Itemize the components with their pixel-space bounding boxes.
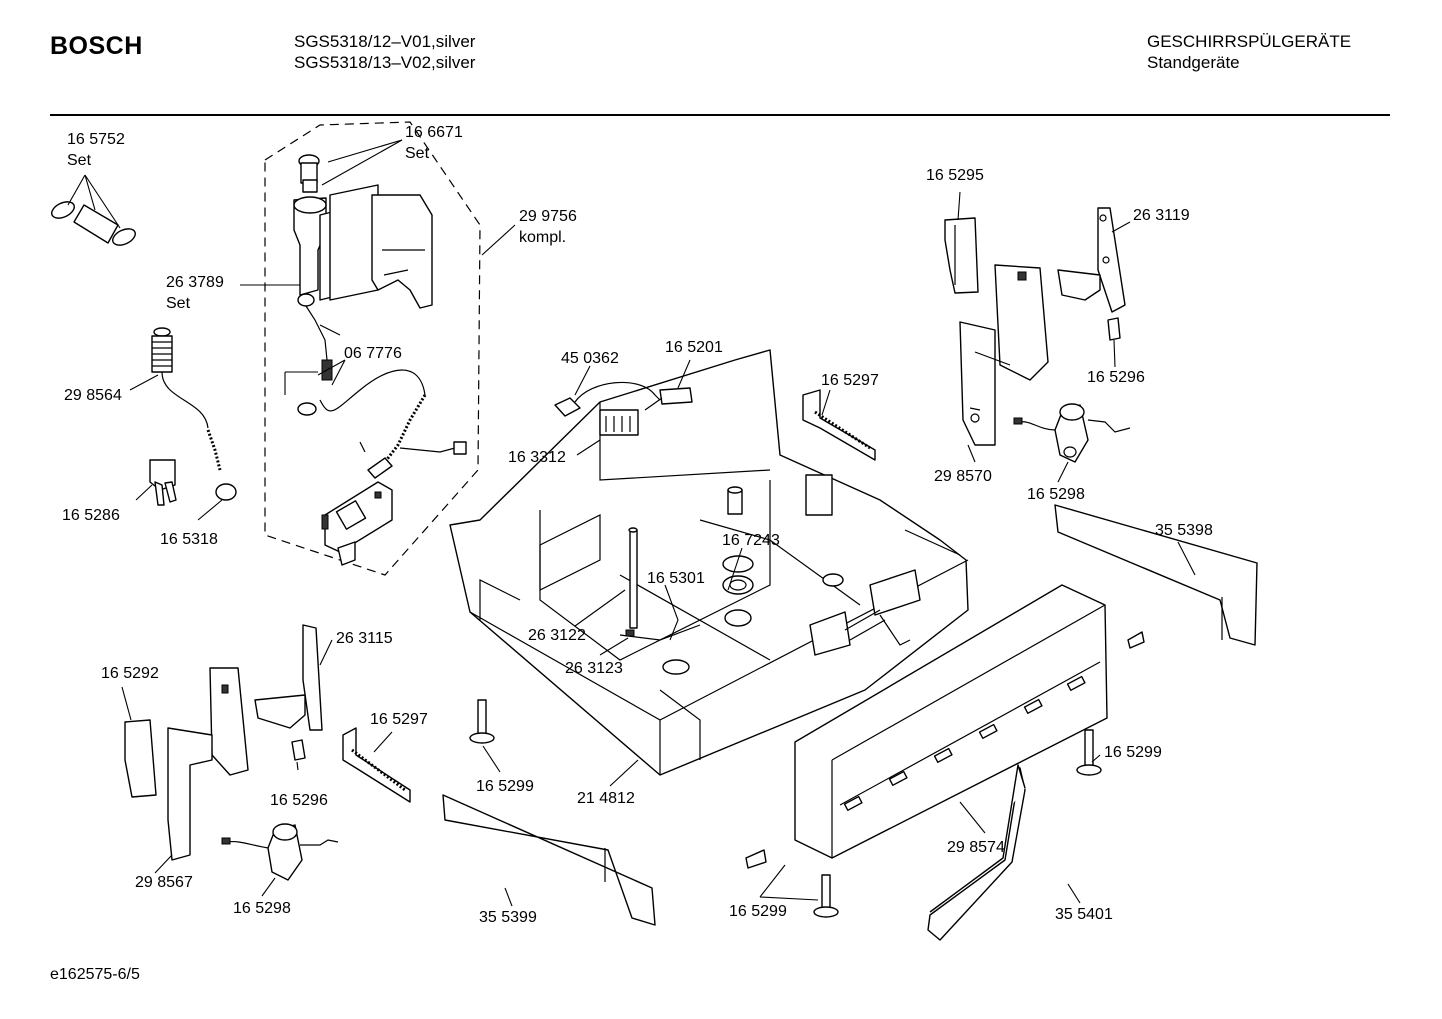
label-29-8567: 29 8567	[135, 874, 193, 891]
label-16-5286: 16 5286	[62, 507, 120, 524]
label-16-7243: 16 7243	[722, 532, 780, 549]
inlet-hose-part	[151, 327, 237, 501]
label-26-3789-note: Set	[166, 295, 191, 312]
plinth-panel-right	[1054, 504, 1258, 646]
drain-hose-part	[319, 369, 467, 479]
label-16-5299-right: 16 5299	[1104, 744, 1162, 761]
label-29-8574: 29 8574	[947, 839, 1005, 856]
clip-part-left	[291, 739, 306, 761]
label-16-5299-front: 16 5299	[729, 903, 787, 920]
foot-bracket-part-left	[124, 719, 157, 798]
clip-part-right	[1107, 317, 1121, 341]
label-16-6671: 16 6671	[405, 124, 463, 141]
label-06-7776: 06 7776	[344, 345, 402, 362]
category-subtitle: Standgeräte	[1147, 53, 1240, 72]
model-line-1: SGS5318/12–V01,silver	[294, 32, 476, 51]
label-45-0362: 45 0362	[561, 350, 619, 367]
label-16-5296-right: 16 5296	[1087, 369, 1145, 386]
foot-screws	[469, 631, 1145, 918]
label-29-9756-note: kompl.	[519, 229, 566, 246]
hinge-spring-motor-part-left	[221, 823, 339, 881]
label-35-5398: 35 5398	[1155, 522, 1213, 539]
label-16-5292: 16 5292	[101, 665, 159, 682]
label-16-5298-left: 16 5298	[233, 900, 291, 917]
plinth-panel-front	[927, 767, 1026, 941]
hinge-spring-motor-part-right	[1013, 403, 1131, 463]
label-16-5297-top: 16 5297	[821, 372, 879, 389]
label-26-3122: 26 3122	[528, 627, 586, 644]
hose-set-part	[51, 174, 136, 246]
rail-spring-part-top	[802, 389, 876, 461]
label-16-5318: 16 5318	[160, 531, 218, 548]
label-16-5296-left: 16 5296	[270, 792, 328, 809]
model-numbers: SGS5318/12–V01,silver SGS5318/13–V02,sil…	[294, 31, 475, 73]
label-16-5752-note: Set	[67, 152, 92, 169]
hose-clip-part	[149, 459, 177, 506]
kick-panel-part	[794, 584, 1108, 859]
header-divider	[50, 114, 1390, 116]
brand-logo: BOSCH	[50, 32, 143, 60]
label-26-3119: 26 3119	[1133, 207, 1190, 224]
leader-lines	[121, 139, 1196, 907]
rail-spring-part-left	[342, 727, 411, 803]
model-line-2: SGS5318/13–V02,silver	[294, 53, 476, 72]
category-title: GESCHIRRSPÜLGERÄTE	[1147, 32, 1352, 51]
valve-unit-part	[293, 154, 433, 416]
label-21-4812: 21 4812	[577, 790, 635, 807]
label-16-5752: 16 5752	[67, 131, 125, 148]
label-29-8570: 29 8570	[934, 468, 992, 485]
label-35-5399: 35 5399	[479, 909, 537, 926]
category-block: GESCHIRRSPÜLGERÄTE Standgeräte	[1147, 31, 1351, 73]
label-16-5301: 16 5301	[647, 570, 705, 587]
label-16-5297-left: 16 5297	[370, 711, 428, 728]
label-16-6671-note: Set	[405, 145, 430, 162]
plinth-panel-left	[442, 794, 656, 926]
label-16-5295: 16 5295	[926, 167, 984, 184]
label-29-9756: 29 9756	[519, 208, 577, 225]
label-26-3115: 26 3115	[336, 630, 393, 647]
label-35-5401: 35 5401	[1055, 906, 1113, 923]
foot-bracket-part-right	[944, 217, 979, 294]
side-bracket-part-left	[167, 667, 249, 861]
label-26-3123: 26 3123	[565, 660, 623, 677]
label-16-5299-center: 16 5299	[476, 778, 534, 795]
label-26-3789: 26 3789	[166, 274, 224, 291]
label-16-5201: 16 5201	[665, 339, 723, 356]
label-16-5298-right: 16 5298	[1027, 486, 1085, 503]
assembly-group-outline	[264, 121, 481, 576]
hinge-bracket-part-right	[1057, 207, 1126, 313]
fill-bracket-part	[321, 481, 393, 566]
label-16-3312: 16 3312	[508, 449, 566, 466]
side-bracket-part-right	[959, 264, 1049, 446]
hinge-bracket-part-left	[254, 624, 323, 731]
drawing-id: e162575-6/5	[50, 966, 140, 983]
base-tray-part	[449, 349, 969, 776]
wiring-harness-part	[554, 381, 693, 436]
label-29-8564: 29 8564	[64, 387, 122, 404]
